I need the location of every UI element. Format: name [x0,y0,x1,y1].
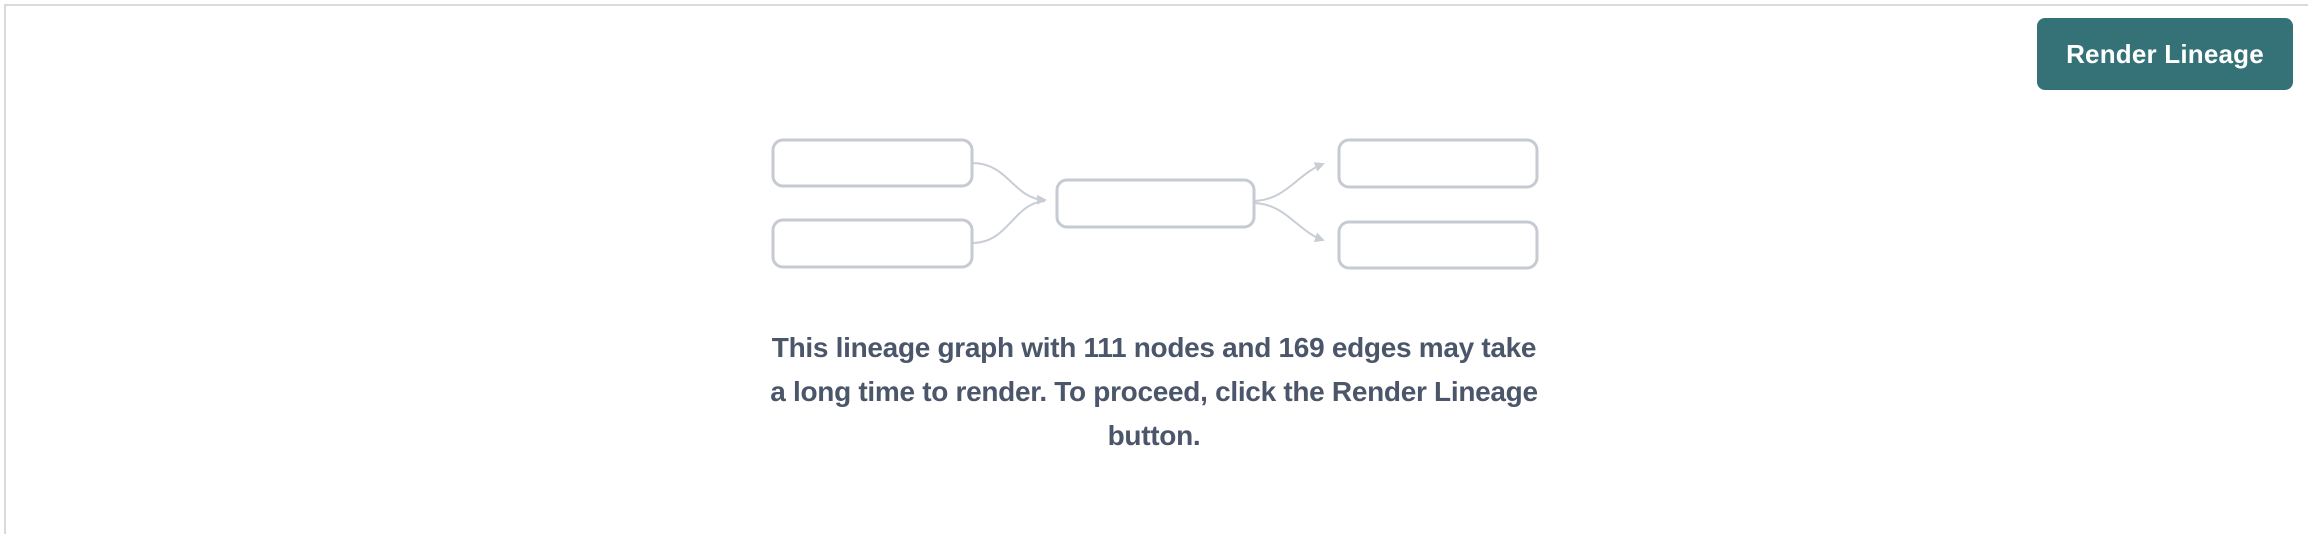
node-box-center [1055,178,1256,229]
edges [971,162,1325,244]
node-boxes [771,138,1539,270]
edge-center-to-downstream-bottom [1253,202,1325,243]
edge-upstream-top-to-center [971,162,1047,205]
edge-upstream-bottom-to-center [971,200,1046,244]
edge-center-to-downstream-top [1253,162,1325,202]
render-lineage-button[interactable]: Render Lineage [2037,18,2293,90]
lineage-placeholder-diagram [759,130,1549,280]
node-box-downstream-bottom [1337,220,1539,270]
node-box-downstream-top [1337,138,1539,189]
render-warning-message: This lineage graph with 111 nodes and 16… [770,326,1538,458]
message-line-2: a long time to render. To proceed, click… [770,376,1538,407]
node-box-upstream-bottom [771,218,974,269]
lineage-placeholder-graphic [771,138,1539,270]
message-line-3: button. [1107,420,1201,451]
message-line-1: This lineage graph with 111 nodes and 16… [771,332,1537,363]
node-box-upstream-top [771,138,974,188]
